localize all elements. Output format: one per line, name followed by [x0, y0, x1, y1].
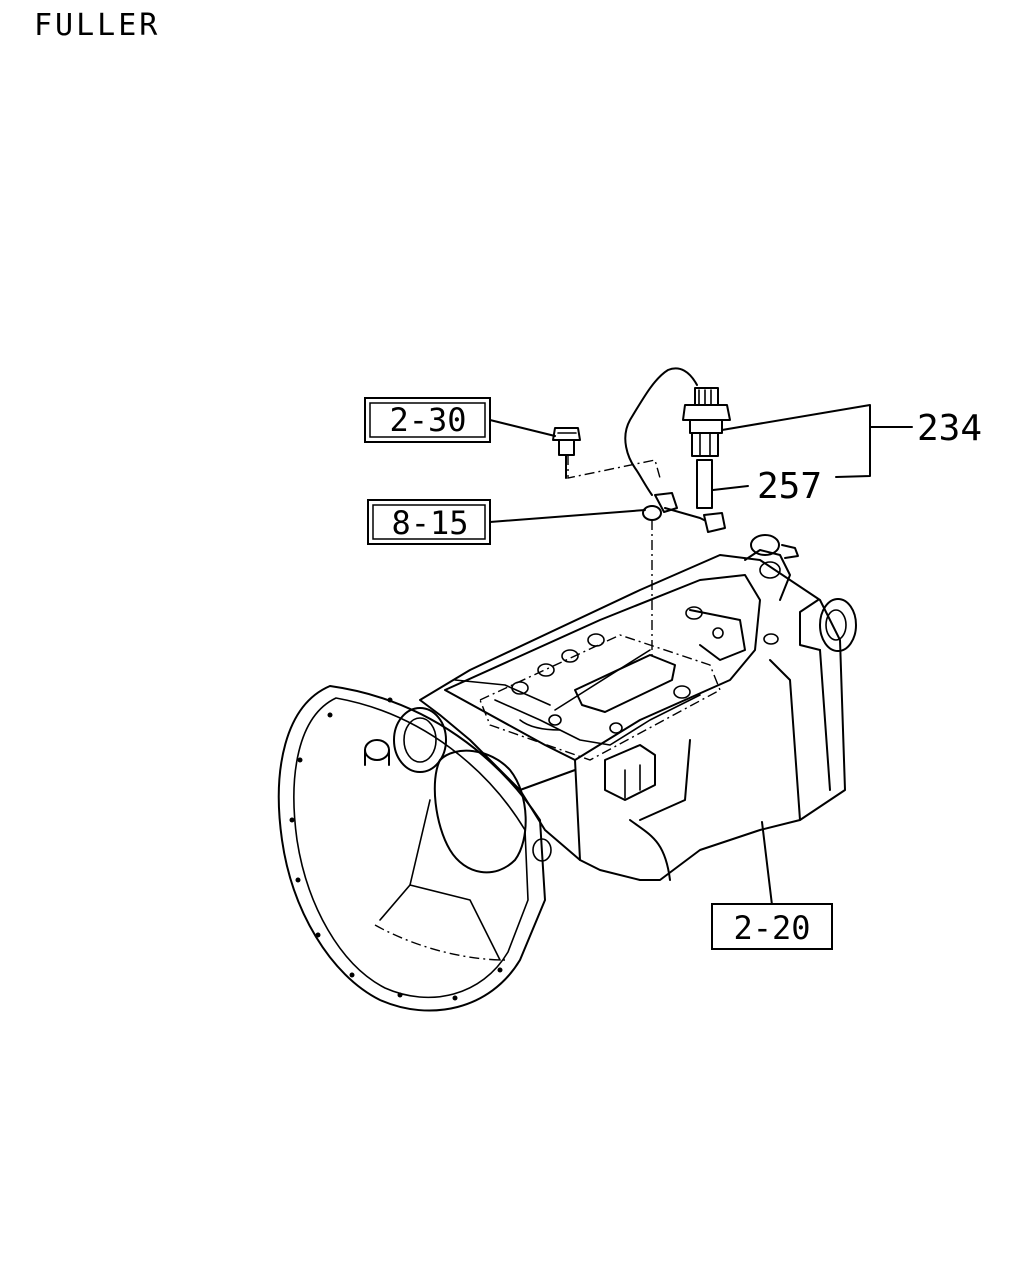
callout-pin[interactable]: 257: [757, 466, 822, 507]
transmission-icon: [277, 534, 857, 1012]
deck-bolts: [511, 606, 703, 734]
speed-sensor-icon: [624, 367, 731, 509]
leader-2-30: [489, 419, 556, 437]
bolt-icon: [552, 427, 581, 479]
callout-bolt[interactable]: 2-30: [364, 397, 491, 443]
callout-switch[interactable]: 234: [917, 408, 982, 449]
side-boss: [604, 744, 656, 801]
callout-clip-text: 8-15: [391, 504, 468, 542]
callout-clip[interactable]: 8-15: [367, 499, 491, 545]
bell-housing-outer: [277, 685, 546, 1012]
input-bore: [393, 707, 447, 773]
callout-bolt-text: 2-30: [389, 401, 466, 439]
leader-8-15: [489, 509, 646, 523]
callout-transmission[interactable]: 2-20: [711, 903, 833, 950]
leader-257: [712, 485, 749, 491]
main-case: [419, 554, 846, 881]
bell-housing-inner: [293, 697, 529, 999]
callout-switch-text: 234: [917, 408, 982, 449]
clip-icon: [642, 492, 726, 533]
brand-title: FULLER: [34, 8, 160, 43]
leader-234: [721, 404, 913, 478]
leader-2-20: [761, 821, 773, 906]
output-flange: [819, 598, 857, 652]
flange-bolts: [289, 697, 503, 1001]
callout-pin-text: 257: [757, 466, 822, 507]
callout-transmission-text: 2-20: [733, 909, 810, 947]
